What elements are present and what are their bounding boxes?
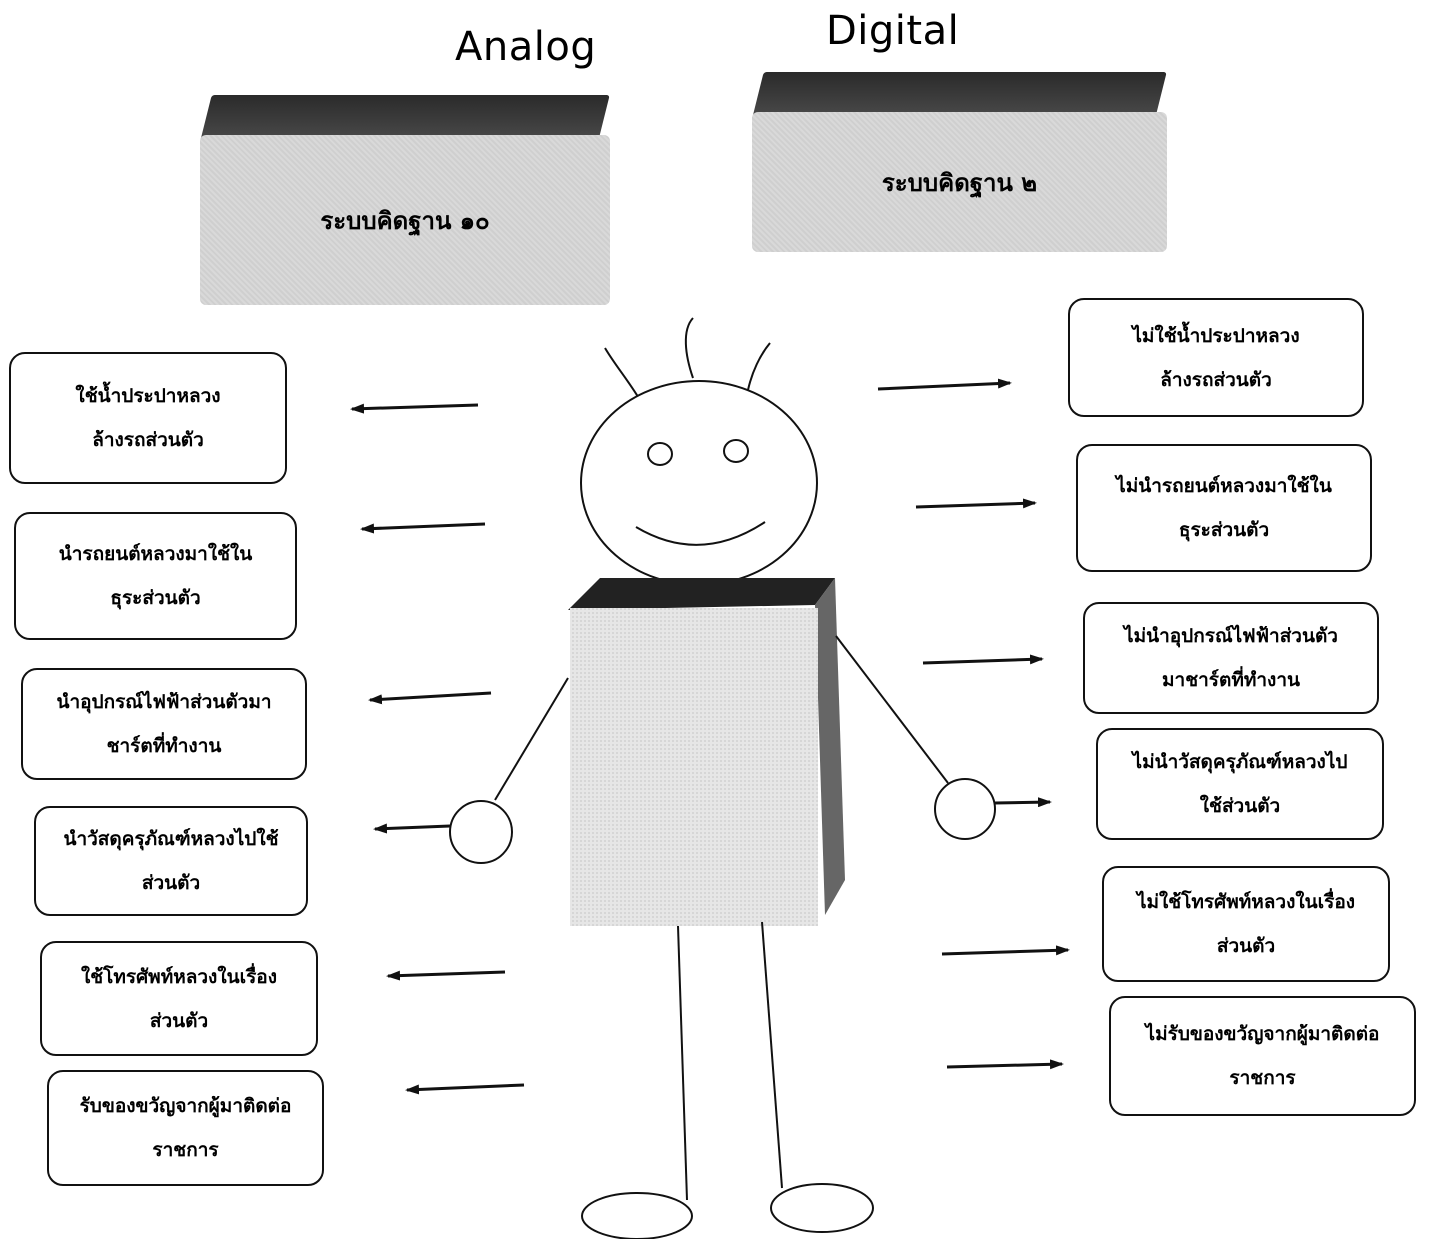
arrow-right-5: [941, 945, 1070, 956]
analog-item-6: รับของขวัญจากผู้มาติดต่อ ราชการ: [47, 1070, 324, 1186]
analog-item-5-line2: ส่วนตัว: [149, 1009, 209, 1032]
analog-item-3-line2: ชาร์ตที่ทำงาน: [106, 735, 222, 757]
right-leg: [761, 921, 783, 1189]
body: [568, 578, 845, 926]
digital-item-3: ไม่นำอุปกรณ์ไฟฟ้าส่วนตัว มาชาร์ตที่ทำงาน: [1083, 602, 1379, 714]
digital-item-5-line1: ไม่ใช้โทรศัพท์หลวงในเรื่อง: [1136, 891, 1356, 913]
left-eye: [647, 442, 673, 466]
analog-item-3-line1: นำอุปกรณ์ไฟฟ้าส่วนตัวมา: [56, 691, 272, 713]
arrow-left-3: [368, 691, 492, 705]
arrow-right-3: [922, 654, 1044, 665]
digital-item-2-line2: ธุระส่วนตัว: [1178, 519, 1270, 541]
banner-base2: ระบบคิดฐาน ๒: [752, 72, 1167, 252]
digital-item-4-line2: ใช้ส่วนตัว: [1199, 795, 1281, 817]
digital-item-1-line1: ไม่ใช้น้ำประปาหลวง: [1132, 324, 1300, 347]
digital-item-2: ไม่นำรถยนต์หลวงมาใช้ใน ธุระส่วนตัว: [1076, 444, 1372, 572]
digital-item-5-line2: ส่วนตัว: [1216, 935, 1276, 957]
analog-item-5: ใช้โทรศัพท์หลวงในเรื่อง ส่วนตัว: [40, 941, 318, 1056]
arrow-right-4: [994, 797, 1052, 808]
analog-item-2-line1: นำรถยนต์หลวงมาใช้ใน: [58, 543, 253, 565]
digital-item-5: ไม่ใช้โทรศัพท์หลวงในเรื่อง ส่วนตัว: [1102, 866, 1390, 982]
analog-item-3: นำอุปกรณ์ไฟฟ้าส่วนตัวมา ชาร์ตที่ทำงาน: [21, 668, 307, 780]
analog-item-1-line2: ล้างรถส่วนตัว: [92, 429, 204, 451]
banner-base10-label: ระบบคิดฐาน ๑๐: [320, 206, 490, 235]
smile: [635, 521, 766, 546]
analog-item-1: ใช้น้ำประปาหลวง ล้างรถส่วนตัว: [9, 352, 287, 484]
banner-base10: ระบบคิดฐาน ๑๐: [200, 95, 610, 305]
arrow-left-6: [405, 1083, 525, 1095]
arrow-right-1: [877, 378, 1012, 391]
analog-item-1-line1: ใช้น้ำประปาหลวง: [75, 385, 221, 407]
arrow-left-2: [360, 522, 486, 534]
arrow-left-4: [373, 823, 451, 834]
left-arm: [494, 677, 569, 801]
analog-item-2-line2: ธุระส่วนตัว: [110, 587, 201, 609]
banner-base2-label: ระบบคิดฐาน ๒: [881, 168, 1038, 197]
right-foot: [770, 1183, 874, 1233]
left-leg: [677, 925, 688, 1201]
digital-arrows: [877, 378, 1070, 1070]
arrow-left-5: [386, 970, 506, 981]
analog-item-4-line2: ส่วนตัว: [141, 872, 201, 894]
digital-item-6-line1: ไม่รับของขวัญจากผู้มาติดต่อ: [1145, 1023, 1380, 1045]
right-eye: [723, 439, 749, 463]
analog-item-2: นำรถยนต์หลวงมาใช้ใน ธุระส่วนตัว: [14, 512, 297, 640]
digital-item-1-line2: ล้างรถส่วนตัว: [1160, 368, 1272, 391]
right-arm: [835, 635, 949, 784]
head: [580, 380, 818, 586]
arrow-right-6: [946, 1059, 1064, 1070]
left-hand: [449, 800, 513, 864]
analog-item-6-line2: ราชการ: [152, 1139, 219, 1161]
digital-item-3-line2: มาชาร์ตที่ทำงาน: [1162, 669, 1300, 691]
digital-item-3-line1: ไม่นำอุปกรณ์ไฟฟ้าส่วนตัว: [1124, 625, 1338, 647]
right-hand: [934, 778, 996, 840]
heading-analog: Analog: [455, 24, 597, 70]
digital-item-4: ไม่นำวัสดุครุภัณฑ์หลวงไป ใช้ส่วนตัว: [1096, 728, 1384, 840]
arrow-right-2: [915, 498, 1037, 509]
left-foot: [581, 1192, 693, 1239]
heading-digital: Digital: [826, 8, 960, 54]
analog-item-4: นำวัสดุครุภัณฑ์หลวงไปใช้ ส่วนตัว: [34, 806, 308, 916]
digital-item-1: ไม่ใช้น้ำประปาหลวง ล้างรถส่วนตัว: [1068, 298, 1364, 417]
digital-item-2-line1: ไม่นำรถยนต์หลวงมาใช้ใน: [1116, 475, 1332, 497]
analog-arrows: [350, 403, 525, 1095]
digital-item-6: ไม่รับของขวัญจากผู้มาติดต่อ ราชการ: [1109, 996, 1416, 1116]
analog-item-5-line1: ใช้โทรศัพท์หลวงในเรื่อง: [81, 965, 277, 988]
analog-item-6-line1: รับของขวัญจากผู้มาติดต่อ: [79, 1095, 292, 1117]
digital-item-6-line2: ราชการ: [1229, 1067, 1296, 1089]
arrow-left-1: [350, 403, 479, 414]
analog-item-4-line1: นำวัสดุครุภัณฑ์หลวงไปใช้: [63, 828, 279, 850]
digital-item-4-line1: ไม่นำวัสดุครุภัณฑ์หลวงไป: [1132, 751, 1348, 773]
